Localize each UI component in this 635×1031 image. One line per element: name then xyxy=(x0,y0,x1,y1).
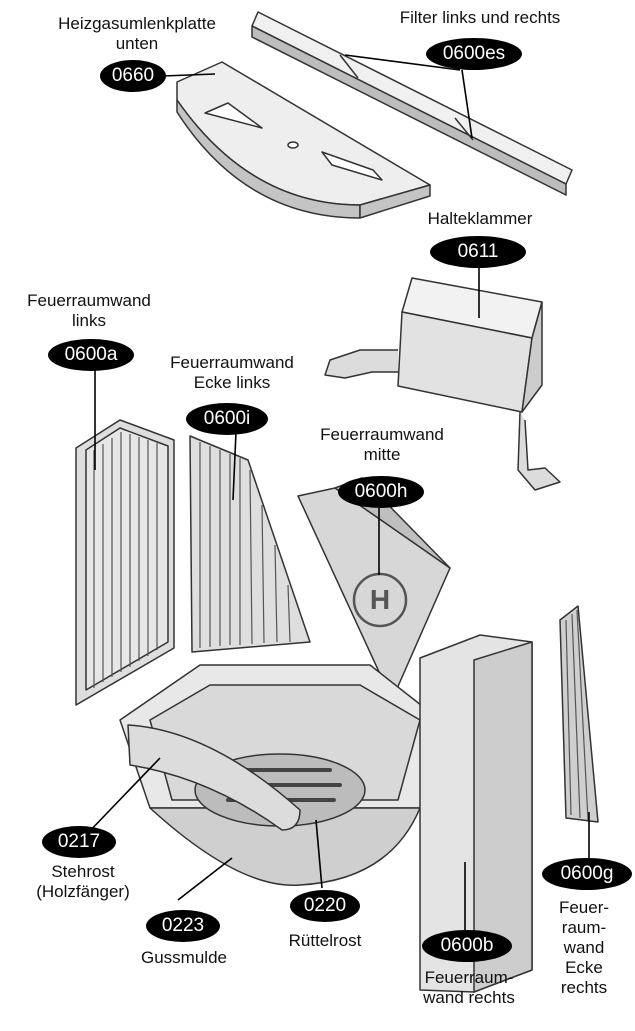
label-line: raum- xyxy=(561,918,607,937)
label-line: Filter links und rechts xyxy=(399,8,561,27)
badge-0600es: 0600es xyxy=(426,38,522,70)
baffle-plate-part xyxy=(176,61,431,219)
badge-0660: 0660 xyxy=(100,60,166,92)
label-line: Feuerraum- xyxy=(424,968,514,987)
label-line: Rüttelrost xyxy=(288,931,362,950)
label-line: mitte xyxy=(363,445,401,464)
leader-0600es-a xyxy=(344,54,461,71)
leader-0660 xyxy=(162,73,216,77)
label-line: Heizgasumlenkplatte xyxy=(58,14,216,33)
label-0217: Stehrost (Holzfänger) xyxy=(8,862,158,902)
badge-0611: 0611 xyxy=(430,236,526,268)
label-line: Feuerraumwand xyxy=(27,291,151,310)
badge-0600i: 0600i xyxy=(186,403,268,435)
label-line: Feuer- xyxy=(558,898,610,917)
label-0600a: Feuerraumwand links xyxy=(0,291,178,331)
filter-plate-part xyxy=(251,11,573,196)
leader-0600es-b xyxy=(461,69,473,139)
badge-0220: 0220 xyxy=(290,890,360,922)
brand-logo-letter: H xyxy=(369,584,391,615)
label-0600i: Feuerraumwand Ecke links xyxy=(134,353,330,393)
label-0611: Halteklammer xyxy=(380,209,580,229)
label-0600h: Feuerraumwand mitte xyxy=(284,425,480,465)
leader-0217 xyxy=(84,757,161,837)
badge-0600g: 0600g xyxy=(542,858,632,890)
badge-0600a: 0600a xyxy=(48,339,134,371)
label-line: Feuerraumwand xyxy=(320,425,444,444)
label-line: wand xyxy=(563,938,605,957)
label-0600g: Feuer- raum- wand Ecke rechts xyxy=(536,898,632,998)
left-wall-part xyxy=(75,419,175,706)
badge-0600h: 0600h xyxy=(338,476,424,508)
leader-0600i xyxy=(232,431,237,501)
right-wall-part xyxy=(419,634,533,993)
holding-clamp-part xyxy=(324,277,561,491)
badge-0600b: 0600b xyxy=(422,930,512,962)
log-holder-part xyxy=(127,724,301,831)
label-line: Ecke links xyxy=(193,373,271,392)
leader-0220 xyxy=(315,819,323,889)
label-line: rechts xyxy=(560,978,608,997)
label-0660: Heizgasumlenkplatte unten xyxy=(22,14,252,54)
cast-bowl-part xyxy=(119,664,441,887)
label-0223: Gussmulde xyxy=(104,948,264,968)
label-line: wand rechts xyxy=(423,988,515,1007)
label-line: (Holzfänger) xyxy=(36,882,130,901)
label-line: links xyxy=(71,311,106,330)
label-line: Stehrost xyxy=(51,862,115,881)
label-line: Ecke xyxy=(565,958,603,977)
label-0220: Rüttelrost xyxy=(250,931,400,951)
label-line: Gussmulde xyxy=(141,948,227,967)
label-line: Halteklammer xyxy=(427,209,533,228)
badge-0223: 0223 xyxy=(146,910,220,942)
label-0600es: Filter links und rechts xyxy=(362,8,598,28)
badge-0217: 0217 xyxy=(42,826,116,858)
label-0600b: Feuerraum- wand rechts xyxy=(384,968,554,1008)
label-line: Feuerraumwand xyxy=(170,353,294,372)
label-line: unten xyxy=(115,34,159,53)
leader-0223 xyxy=(177,857,233,901)
left-corner-wall-part xyxy=(189,435,311,653)
right-corner-wall-part xyxy=(559,605,599,823)
